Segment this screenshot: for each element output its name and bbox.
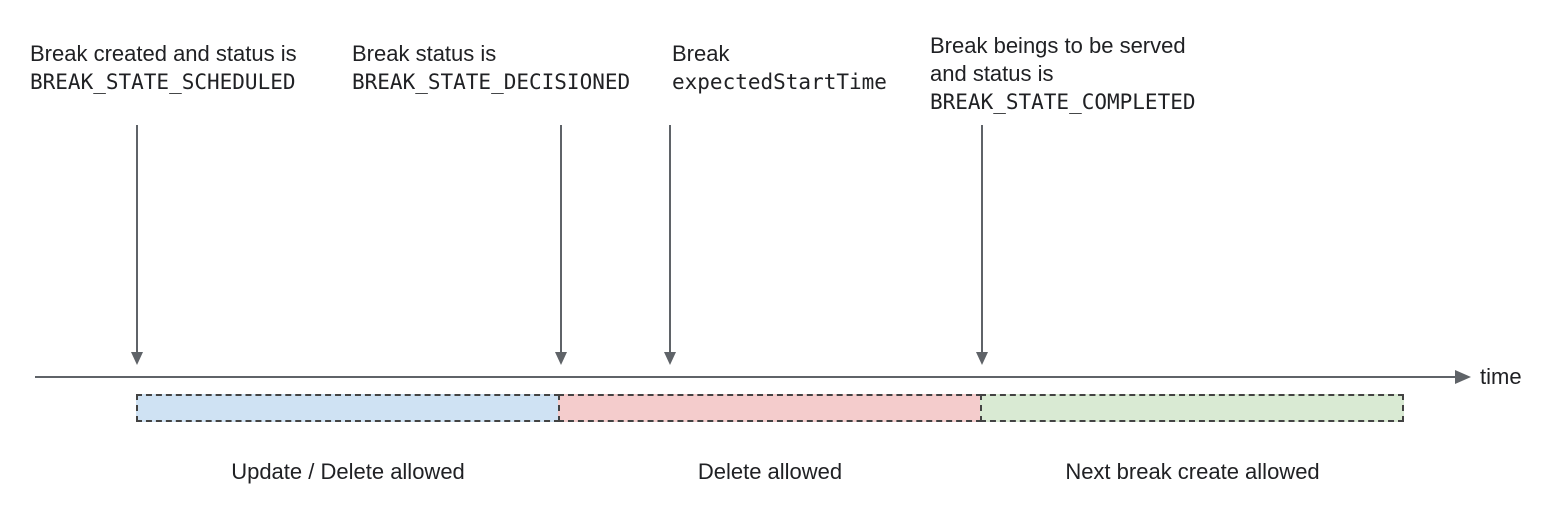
annotation-code-text: BREAK_STATE_DECISIONED: [352, 70, 631, 94]
annotation-break-decisioned: Break status is BREAK_STATE_DECISIONED: [352, 40, 630, 96]
annotation-text: Break status is: [352, 41, 497, 66]
segment-label-delete: Delete allowed: [697, 459, 843, 484]
down-arrow-icon: [136, 125, 138, 352]
down-arrow-icon: [669, 125, 671, 352]
time-axis-label: time: [1480, 364, 1522, 389]
down-arrow-icon: [981, 125, 983, 352]
annotation-code-text: BREAK_STATE_COMPLETED: [930, 90, 1196, 114]
annotation-expected-start-time: Break expectedStartTime: [672, 40, 887, 96]
annotation-text: Break: [672, 41, 730, 66]
segment-delete-allowed: [558, 394, 982, 422]
segment-update-delete-allowed: [136, 394, 560, 422]
annotation-break-completed: Break beings to be served and status is …: [930, 32, 1196, 116]
segment-label-update-delete: Update / Delete allowed: [231, 459, 465, 484]
right-arrowhead-icon: [1455, 370, 1471, 384]
down-arrow-icon: [560, 125, 562, 352]
annotation-text: and status is: [930, 61, 1054, 86]
annotation-text: Break created and status is: [30, 41, 297, 66]
annotation-code-text: expectedStartTime: [672, 70, 887, 94]
segment-next-break-create-allowed: [980, 394, 1404, 422]
annotation-code-text: BREAK_STATE_SCHEDULED: [30, 70, 296, 94]
state-period-bar: [136, 394, 1404, 422]
annotation-text: Break beings to be served: [930, 33, 1186, 58]
time-axis: [35, 370, 1471, 384]
annotation-break-scheduled: Break created and status is BREAK_STATE_…: [30, 40, 297, 96]
segment-label-next-break-create: Next break create allowed: [1065, 459, 1320, 484]
